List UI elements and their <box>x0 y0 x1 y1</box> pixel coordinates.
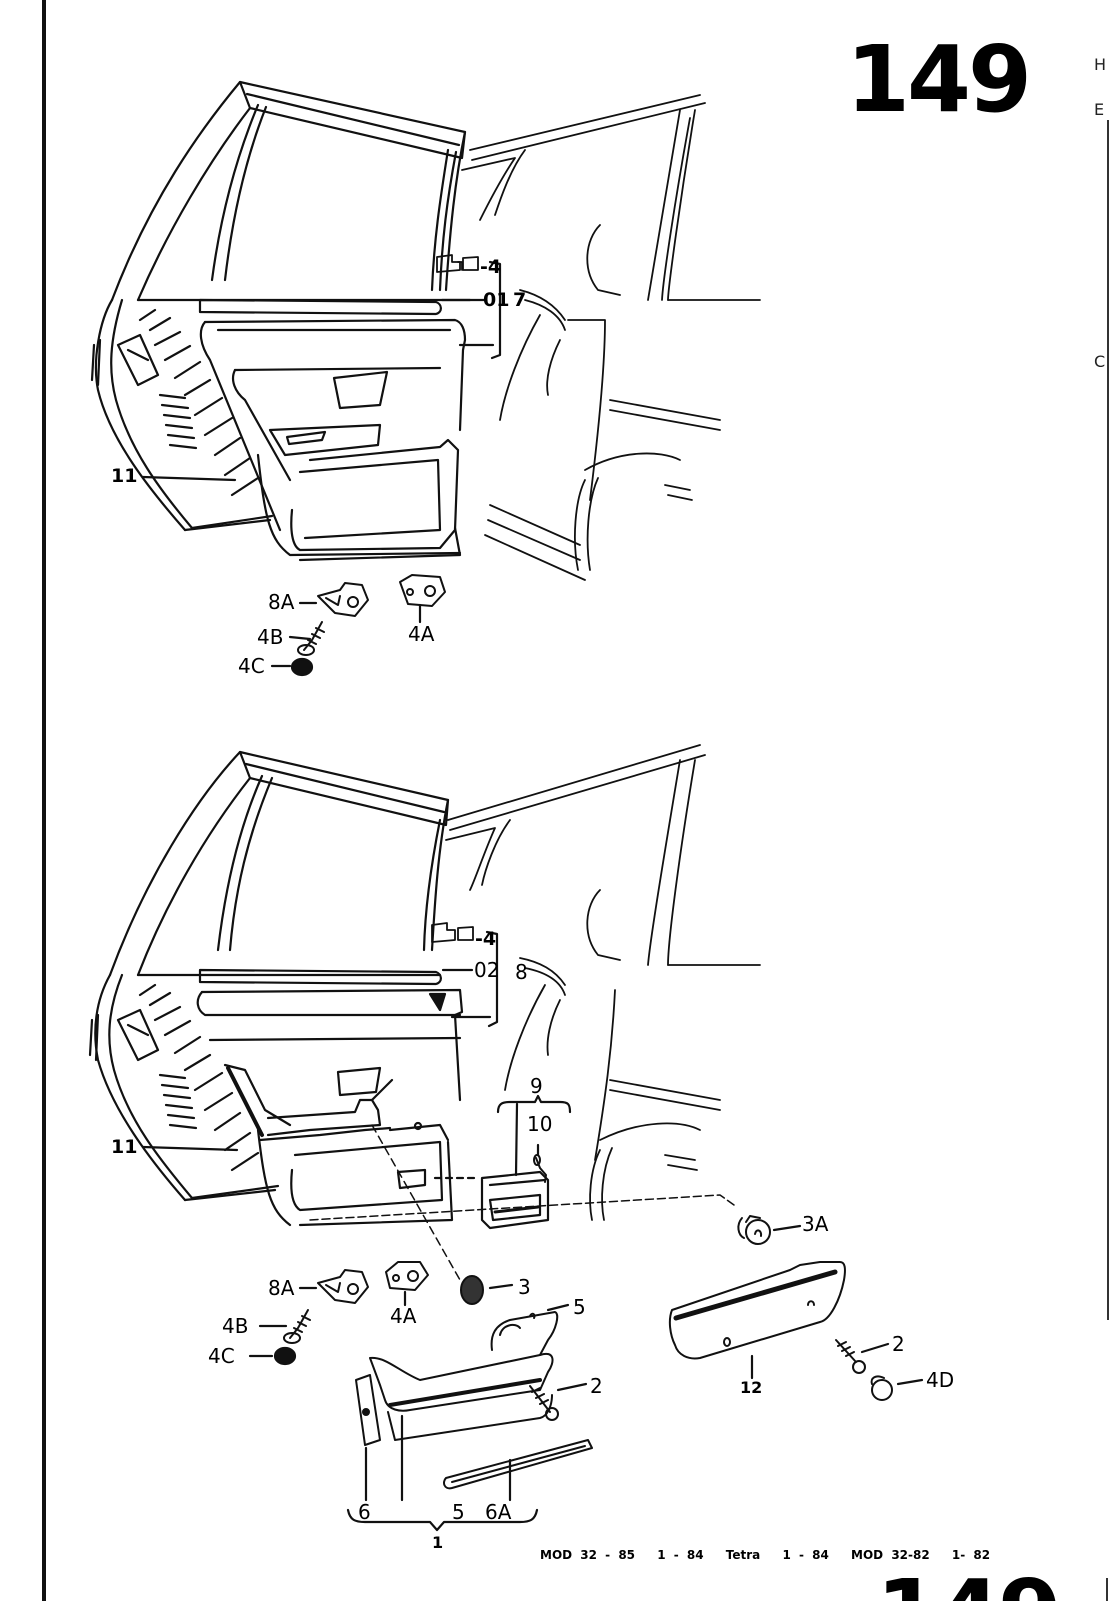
footer-model-1: MOD 32 - 85 <box>540 1548 636 1562</box>
callout-label-02: 02 <box>474 958 500 982</box>
leader-3A <box>772 1224 802 1232</box>
callout-label-1: 1 <box>432 1533 444 1552</box>
callout-label-4A: 4A <box>390 1304 417 1328</box>
page-right-border-bottom <box>1106 1578 1108 1601</box>
part-3 <box>460 1275 484 1305</box>
bottom-screw-4B <box>283 1309 311 1344</box>
callout-label-5: 5 <box>452 1500 465 1524</box>
leader-9 <box>514 1102 519 1177</box>
footer-model-2: Tetra <box>725 1548 761 1562</box>
part-6A-strip <box>443 1439 593 1490</box>
bottom-door-assembly <box>88 744 924 1532</box>
top-nut-4C <box>290 657 314 677</box>
bottom-nut-4C <box>273 1346 297 1366</box>
part-12-handle-cover <box>668 1261 846 1360</box>
bottom-bracket-8A <box>317 1269 369 1304</box>
part-5-handle-grip <box>490 1311 559 1356</box>
top-screw-4B <box>297 621 325 656</box>
callout-label-4: -4 <box>475 928 497 950</box>
callout-label-10: 10 <box>527 1112 553 1136</box>
guide-line-3 <box>371 1124 461 1281</box>
page-number: 149 <box>846 26 1032 133</box>
footer-date-1: 1 - 84 <box>657 1548 704 1562</box>
top-door-window-frame <box>110 80 467 302</box>
bottom-leader-11 <box>141 1145 239 1152</box>
callout-label-4B: 4B <box>222 1314 249 1338</box>
bottom-brace <box>485 930 499 1028</box>
callout-label-9: 9 <box>530 1074 543 1098</box>
callout-label-4D: 4D <box>926 1368 955 1392</box>
callout-label-8A: 8A <box>268 590 295 614</box>
callout-label-6A: 6A <box>485 1500 512 1524</box>
footer-date-3: 1- 82 <box>951 1548 991 1562</box>
part-4D-cap <box>870 1375 893 1401</box>
top-bracket-4A <box>399 574 446 607</box>
callout-label-4C: 4C <box>238 654 265 678</box>
bottom-door-window-frame <box>108 750 450 977</box>
top-leader-11 <box>141 475 237 482</box>
edge-letter: C <box>1094 352 1106 371</box>
guide-line-3A <box>309 1194 735 1221</box>
ashtray-9 <box>480 1170 550 1230</box>
callout-label-3: 3 <box>518 1275 531 1299</box>
callout-label-3A: 3A <box>802 1212 829 1236</box>
page-left-border <box>42 0 46 1601</box>
callout-label-5: 5 <box>573 1295 586 1319</box>
callout-label-8: 8 <box>515 960 528 984</box>
top-bracket-8A <box>317 582 369 617</box>
next-page-number-cut: 149 <box>876 1568 1059 1601</box>
callout-label-11: 11 <box>111 1136 138 1158</box>
bracket-1 <box>346 1508 539 1532</box>
callout-label-12: 12 <box>740 1378 763 1397</box>
callout-label-4C: 4C <box>208 1344 235 1368</box>
callout-label-8A: 8A <box>268 1276 295 1300</box>
callout-label-4: -4 <box>480 256 502 278</box>
top-leader-4B <box>288 635 312 641</box>
leader-2-right <box>860 1342 890 1354</box>
screw-2-right <box>835 1339 866 1374</box>
callout-label-01: 01 <box>483 289 510 311</box>
part-1-armrest <box>355 1352 554 1446</box>
top-clip-part <box>436 254 479 273</box>
bottom-clip-part <box>431 922 474 943</box>
callout-label-2: 2 <box>590 1374 603 1398</box>
top-car-body-outline <box>461 94 761 581</box>
edge-letter: H <box>1094 55 1107 74</box>
top-brace <box>488 260 502 360</box>
footer-date-2: 1 - 84 <box>782 1548 829 1562</box>
bracket-9 <box>496 1094 572 1114</box>
edge-letter: E <box>1094 100 1105 119</box>
bottom-car-body-outline <box>445 744 761 1221</box>
leader-3 <box>488 1283 514 1290</box>
bottom-bracket-4A <box>385 1261 429 1291</box>
callout-label-4B: 4B <box>257 625 284 649</box>
footer-model-3: MOD 32-82 <box>851 1548 930 1562</box>
callout-label-7: 7 <box>513 289 527 311</box>
model-applicability-footer: MOD 32 - 85 1 - 84 Tetra 1 - 84 MOD 32-8… <box>540 1548 1004 1562</box>
top-door-trim-panel <box>198 298 467 562</box>
bottom-door-trim-panel <box>196 968 464 1227</box>
top-door-assembly <box>90 80 761 677</box>
callout-label-4A: 4A <box>408 622 435 646</box>
callout-label-6: 6 <box>358 1500 371 1524</box>
bottom-door-shell <box>88 973 442 1202</box>
leader-2-left <box>556 1382 588 1392</box>
top-door-shell <box>90 298 472 532</box>
part-10 <box>533 1154 547 1183</box>
leader-5-top <box>546 1303 570 1312</box>
callout-label-11: 11 <box>111 465 138 487</box>
leader-4D <box>896 1378 924 1386</box>
part-3A <box>737 1215 771 1245</box>
screw-2-left <box>529 1385 559 1421</box>
page-right-border <box>1107 120 1109 1320</box>
callout-label-2: 2 <box>892 1332 905 1356</box>
